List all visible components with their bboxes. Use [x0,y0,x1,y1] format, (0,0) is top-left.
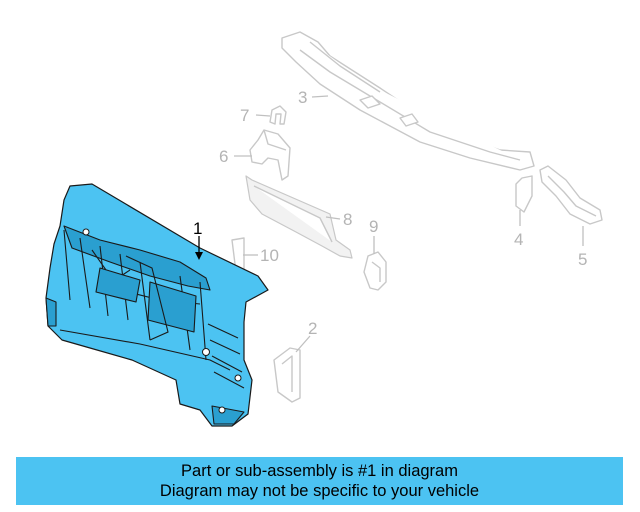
caption-line-2: Diagram may not be specific to your vehi… [159,482,480,500]
part-9-bracket [363,251,387,291]
part-3-upper-crossmember [281,31,535,171]
part-6-bracket [249,129,291,181]
callout-5: 5 [578,250,587,269]
parts-diagram: 1 2 3 4 5 6 7 8 9 10 [45,31,603,427]
leader-7 [255,114,271,117]
callout-10: 10 [260,246,279,265]
caption-box: Part or sub-assembly is #1 in diagram Di… [16,457,623,505]
callout-3: 3 [298,88,307,107]
part-1-radiator-support [45,183,269,427]
caption-line-1: Part or sub-assembly is #1 in diagram [181,462,458,480]
part-5-side-panel [539,165,603,225]
callout-8: 8 [343,210,352,229]
part-7-clip [269,105,287,125]
leader-1-arrow [195,252,203,260]
callout-1: 1 [193,219,202,238]
part-4-bracket [515,175,533,213]
callout-7: 7 [240,106,249,125]
leader-2 [295,335,311,353]
leader-8 [325,216,341,220]
callout-9: 9 [369,217,378,236]
callout-2: 2 [308,319,317,338]
callout-4: 4 [514,230,523,249]
part-2-bracket [273,347,301,403]
callout-6: 6 [219,147,228,166]
leader-3 [311,95,329,98]
part-8-deflector [245,175,353,259]
